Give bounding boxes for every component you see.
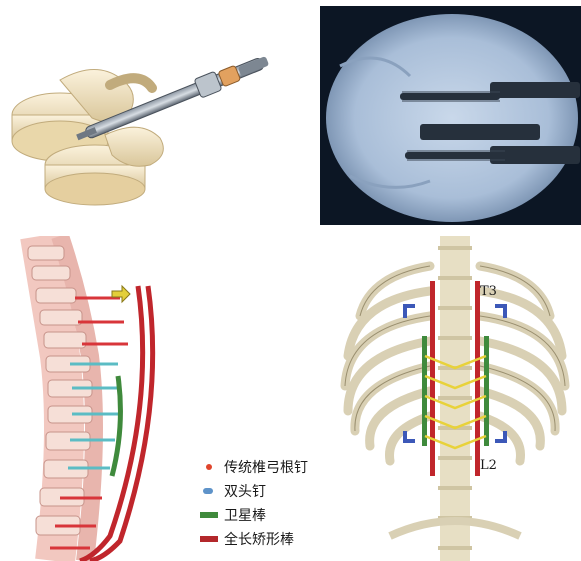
capsule-icon [200, 482, 218, 500]
instrument-illustration-panel [0, 0, 300, 225]
level-label-bottom: L2 [480, 458, 497, 473]
legend-label: 卫星棒 [224, 505, 266, 525]
ribcage-posterior-view-panel: T3 L2 [330, 236, 581, 561]
bar-icon [200, 506, 218, 524]
vertebrae-instrument-illustration [0, 0, 300, 225]
legend-label: 传统椎弓根钉 [224, 457, 308, 477]
ribcage-posterior-view-illustration [330, 236, 581, 561]
dot-icon [200, 458, 218, 476]
legend-label: 全长矫形棒 [224, 529, 294, 549]
bar-icon [200, 530, 218, 548]
spine-side-view-panel [0, 236, 200, 561]
level-label-top: T3 [480, 284, 497, 299]
fluoroscopy-image [320, 6, 581, 225]
spine-side-view-illustration [0, 236, 200, 561]
fluoroscopy-image-panel [320, 6, 581, 225]
legend-label: 双头钉 [224, 481, 266, 501]
